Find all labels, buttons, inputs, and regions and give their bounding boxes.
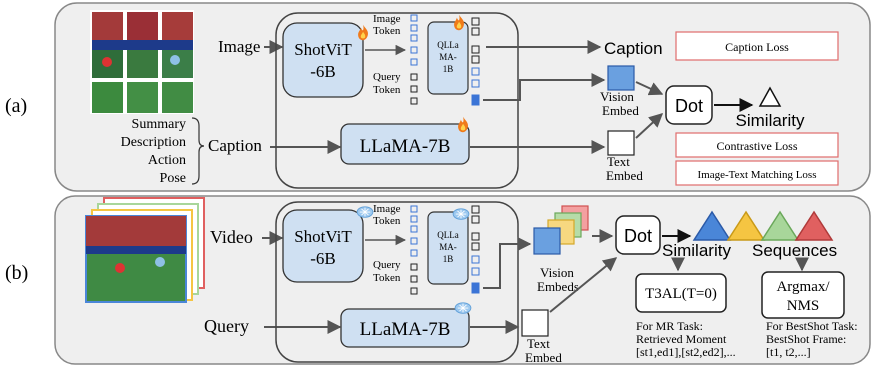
text-embed-box (521, 309, 549, 337)
vision-embed-box (607, 65, 635, 91)
image-token-column (410, 14, 418, 66)
model-container (275, 201, 519, 363)
bestshot-note-line3: [t1, t2,...] (766, 345, 811, 359)
shotvit-label-line1: ShotViT (294, 40, 352, 59)
shotvit-label-line1: ShotViT (294, 227, 352, 246)
shotvit-label-line2: -6B (310, 249, 336, 268)
dot-product-label: Dot (624, 226, 652, 246)
mr-task-note-line2: Retrieved Moment (636, 332, 727, 346)
image-token-column (410, 205, 418, 257)
qllama-label-line1: QLLa (437, 40, 459, 50)
t3al-box (635, 273, 727, 313)
qllama-label-line1: QLLa (437, 230, 459, 240)
similarity-triangle (758, 86, 782, 107)
image-token-label-line1: Image (373, 13, 401, 25)
mr-task-note-line1: For MR Task: (636, 319, 703, 333)
input-image-label: Image (218, 37, 260, 56)
frozen-ice-icon (356, 206, 374, 218)
input-query-label: Query (204, 316, 249, 336)
dot-product-box (665, 85, 713, 125)
qllama-module (427, 211, 469, 285)
query-token-label-line1: Query (373, 259, 401, 271)
query-token-label-line2: Token (373, 84, 401, 96)
qllama-output-tokens (471, 17, 480, 106)
input-video-frames (85, 197, 205, 303)
llama-module (340, 123, 470, 165)
caption-loss-box (675, 31, 839, 61)
input-video-label: Video (210, 227, 253, 247)
argmax-nms-box (761, 271, 845, 319)
similarity-sequence-triangles (692, 210, 834, 241)
panel-a: (a) Summary Description Action Pose Imag… (5, 2, 871, 192)
llama-module (340, 308, 470, 348)
frozen-ice-icon (452, 208, 470, 220)
shotvit-label-line2: -6B (310, 62, 336, 81)
qllama-output-tokens (471, 205, 480, 294)
llama-label: LLaMA-7B (360, 319, 451, 340)
query-token-column (410, 263, 418, 295)
llama-label: LLaMA-7B (360, 136, 451, 157)
query-token-label-line2: Token (373, 272, 401, 284)
mr-task-note-line3: [st1,ed1],[st2,ed2],... (636, 345, 736, 359)
vision-embeds-label-line2: Embeds (537, 279, 579, 294)
similarity-label: Similarity (662, 241, 731, 260)
vision-embed-label-line1: Vision (600, 89, 634, 104)
panel-b-label: (b) (5, 262, 28, 284)
qllama-label-line2: MA- (439, 242, 457, 252)
vision-embeds-stack (533, 205, 589, 255)
text-embed-box (607, 130, 635, 156)
qllama-label-line3: 1B (443, 64, 454, 74)
caption-loss-label: Caption Loss (725, 40, 789, 54)
shotvit-module (282, 22, 364, 98)
text-embed-label-line2: Embed (525, 350, 562, 365)
image-token-label-line1: Image (373, 203, 401, 215)
dot-product-label: Dot (675, 96, 703, 116)
caption-type-pose: Pose (160, 171, 186, 186)
image-token-label-line2: Token (373, 25, 401, 37)
itm-loss-label: Image-Text Matching Loss (698, 169, 817, 181)
itm-loss-box (675, 160, 839, 186)
bestshot-note-line2: BestShot Frame: (766, 332, 846, 346)
sequences-label: Sequences (752, 241, 837, 260)
t3al-label: T3AL(T=0) (645, 286, 717, 302)
caption-type-brace (191, 117, 205, 185)
caption-type-summary: Summary (132, 117, 186, 132)
panel-b: (b) Video Query ShotViT -6B Image Token (5, 195, 871, 365)
similarity-label: Similarity (736, 111, 805, 130)
input-caption-label: Caption (208, 136, 262, 155)
vision-embed-label-line2: Embed (602, 103, 639, 118)
shotvit-module (282, 209, 364, 283)
argmax-nms-label-line2: NMS (787, 298, 820, 314)
panel-a-label: (a) (5, 95, 27, 117)
qllama-label-line3: 1B (443, 254, 454, 264)
query-token-label-line1: Query (373, 71, 401, 83)
argmax-nms-label-line1: Argmax/ (776, 279, 830, 295)
input-image-thumbnail (90, 10, 194, 114)
frozen-ice-icon (454, 302, 472, 314)
panel-a-background (54, 2, 871, 192)
caption-output-label: Caption (604, 39, 663, 58)
bestshot-note-line1: For BestShot Task: (766, 319, 858, 333)
image-token-label-line2: Token (373, 215, 401, 227)
caption-type-action: Action (148, 153, 186, 168)
dot-product-box (615, 215, 661, 255)
text-embed-label-line1: Text (527, 336, 550, 351)
query-token-column (410, 73, 418, 105)
caption-type-description: Description (121, 135, 186, 150)
vision-embeds-label-line1: Vision (540, 265, 574, 280)
qllama-module (427, 21, 469, 95)
text-embed-label-line1: Text (607, 154, 630, 169)
contrastive-loss-label: Contrastive Loss (717, 139, 798, 153)
text-embed-label-line2: Embed (606, 168, 643, 183)
contrastive-loss-box (675, 132, 839, 158)
qllama-label-line2: MA- (439, 52, 457, 62)
